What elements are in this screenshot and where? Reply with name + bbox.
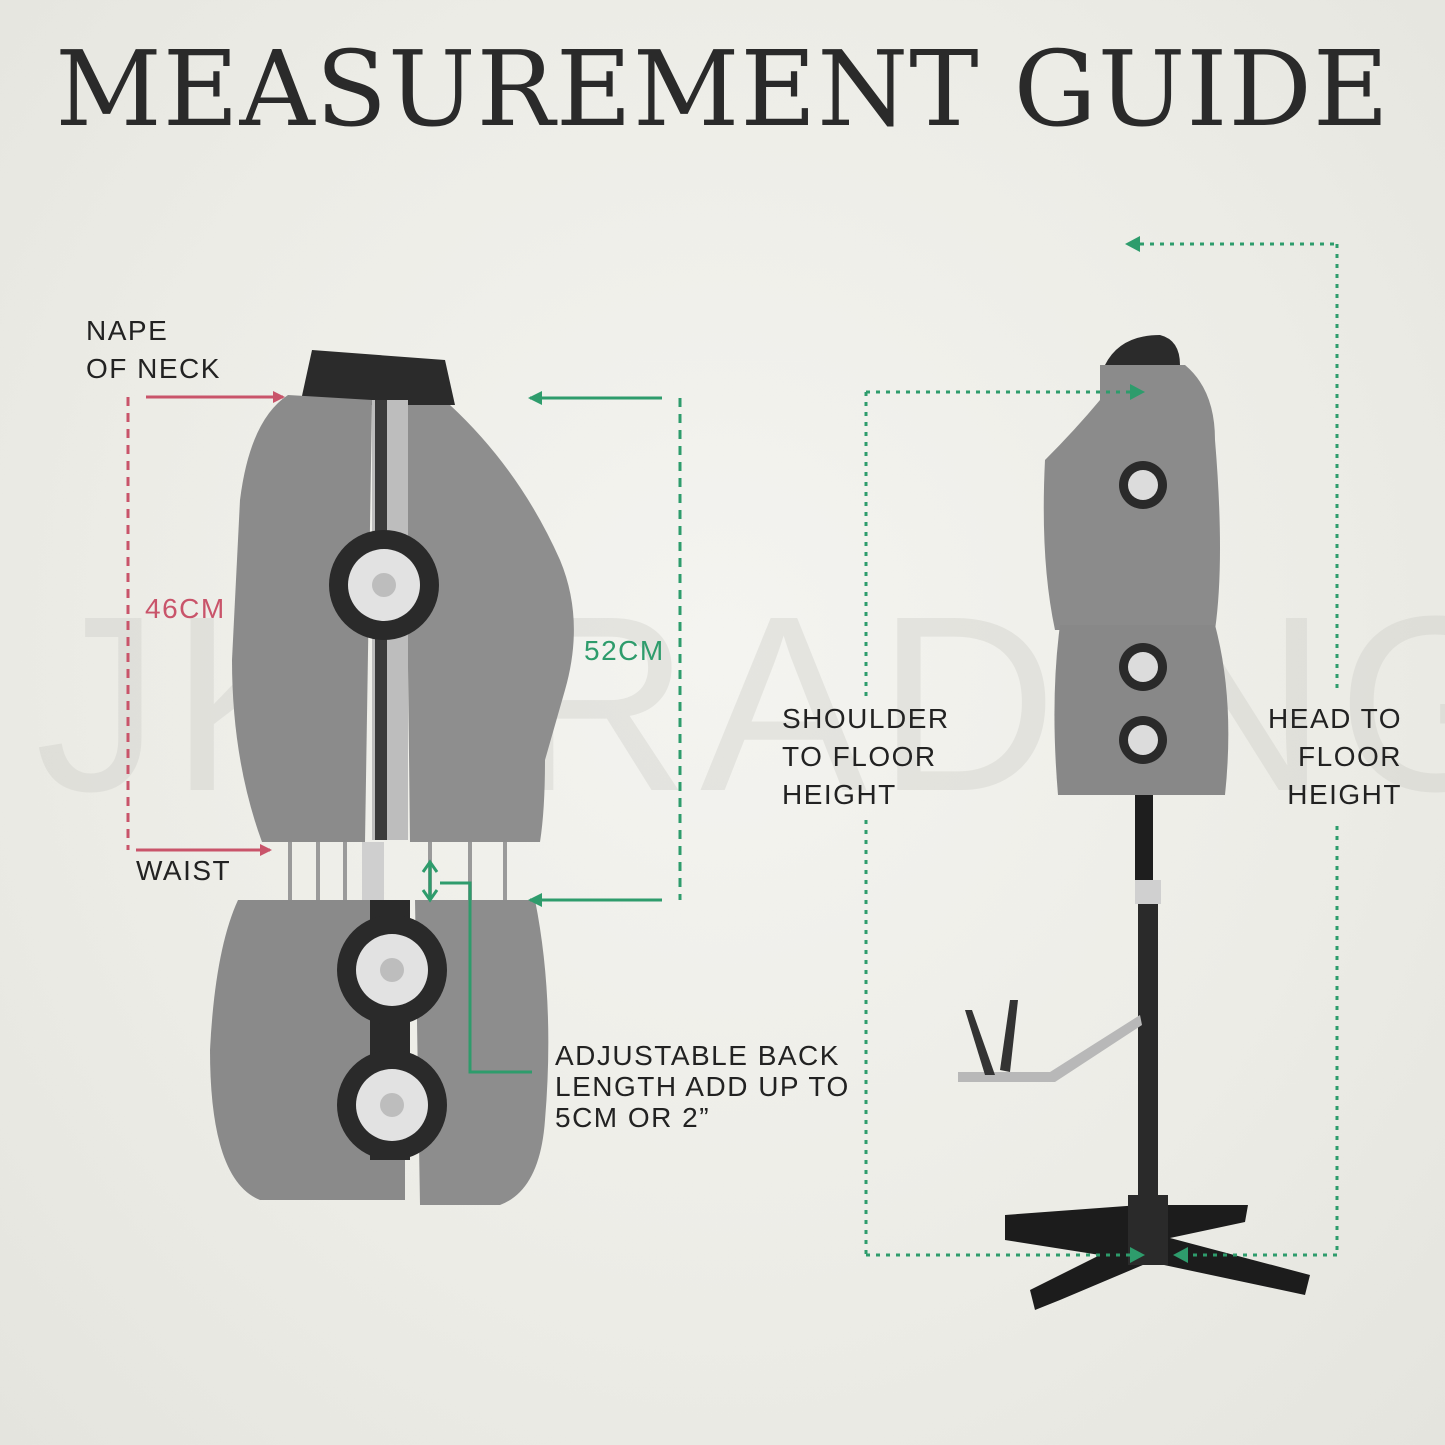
label-46cm: 46CM bbox=[145, 590, 226, 628]
label-nape-of-neck: NAPE OF NECK bbox=[86, 312, 221, 388]
label-shoulder-to-floor-height: SHOULDER TO FLOOR HEIGHT bbox=[782, 700, 950, 814]
adjustment-dial-chest bbox=[329, 530, 439, 640]
label-waist: WAIST bbox=[136, 852, 231, 890]
label-adjustable-back-length: ADJUSTABLE BACK LENGTH ADD UP TO 5CM OR … bbox=[555, 1040, 850, 1133]
label-head-to-floor-height: HEAD TO FLOOR HEIGHT bbox=[1268, 700, 1402, 814]
dress-form-on-stand bbox=[958, 335, 1310, 1310]
adjustment-dial-waist bbox=[337, 915, 447, 1025]
dress-form-front bbox=[210, 350, 574, 1205]
adjustment-dial-hip bbox=[337, 1050, 447, 1160]
label-52cm: 52CM bbox=[584, 632, 665, 670]
